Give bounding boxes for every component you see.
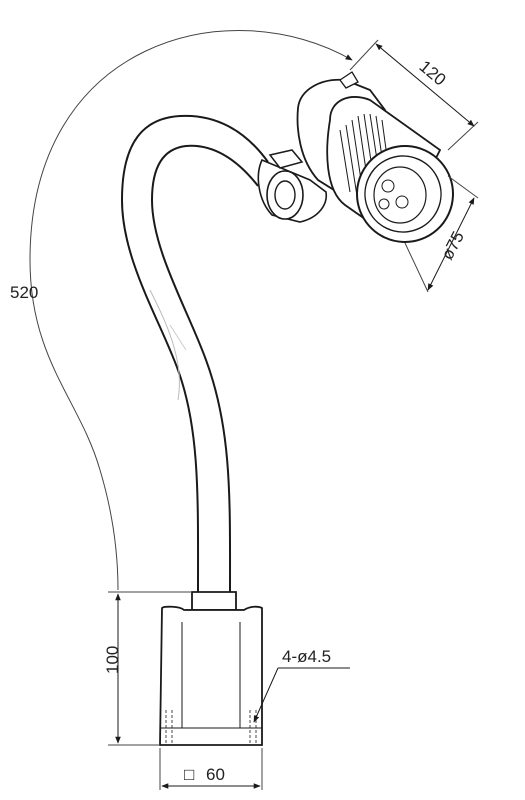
hinge-joint bbox=[257, 149, 327, 223]
mount-holes-label: 4-ø4.5 bbox=[282, 647, 331, 666]
arm-length-label: 520 bbox=[10, 283, 38, 302]
base-height-label: 100 bbox=[103, 646, 122, 674]
base-width-dim bbox=[159, 748, 263, 790]
mount-holes-leader bbox=[253, 667, 350, 723]
lamp-head bbox=[296, 71, 454, 243]
head-diameter-dim bbox=[404, 175, 479, 293]
lamp-base bbox=[159, 591, 263, 746]
arm-length-dim-arc bbox=[29, 30, 353, 591]
gooseneck-arm bbox=[120, 114, 269, 593]
base-height-dim bbox=[108, 591, 192, 746]
head-length-dim bbox=[349, 39, 479, 151]
base-width-label: 60 bbox=[206, 765, 225, 784]
head-length-label: 120 bbox=[416, 57, 450, 90]
head-diameter-label: ø75 bbox=[437, 228, 468, 263]
square-symbol: □ bbox=[184, 765, 194, 784]
